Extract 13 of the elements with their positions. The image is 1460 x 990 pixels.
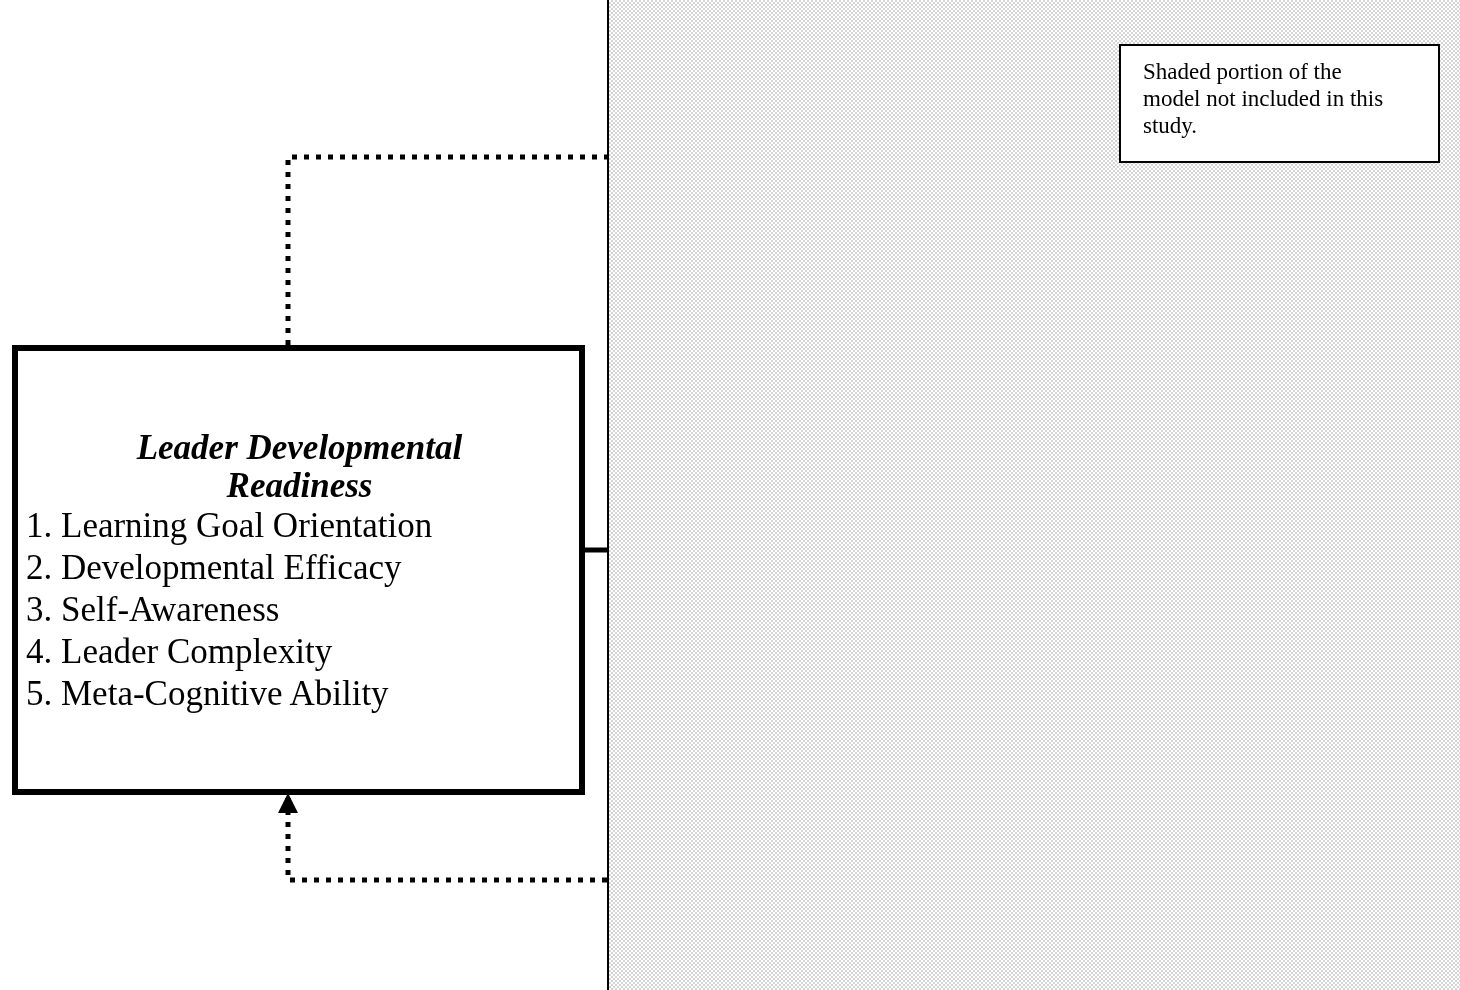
note-text: Shaded portion of the model not included in this study. xyxy=(1143,59,1384,138)
list-item: 4. Leader Complexity xyxy=(26,631,334,673)
list-item: 3. Self-Awareness xyxy=(26,589,281,631)
note-box xyxy=(1119,44,1440,163)
shaded-panel xyxy=(607,0,1460,990)
list-item: 2. Developmental Efficacy xyxy=(26,547,403,589)
connector xyxy=(278,793,607,883)
box-heading: Leader Developmental Readiness xyxy=(135,429,464,505)
construct-box xyxy=(12,345,585,795)
list-item: 1. Learning Goal Orientation xyxy=(26,505,434,547)
list-item: 5. Meta-Cognitive Ability xyxy=(26,673,390,715)
connector xyxy=(585,547,607,553)
connector xyxy=(285,154,607,345)
